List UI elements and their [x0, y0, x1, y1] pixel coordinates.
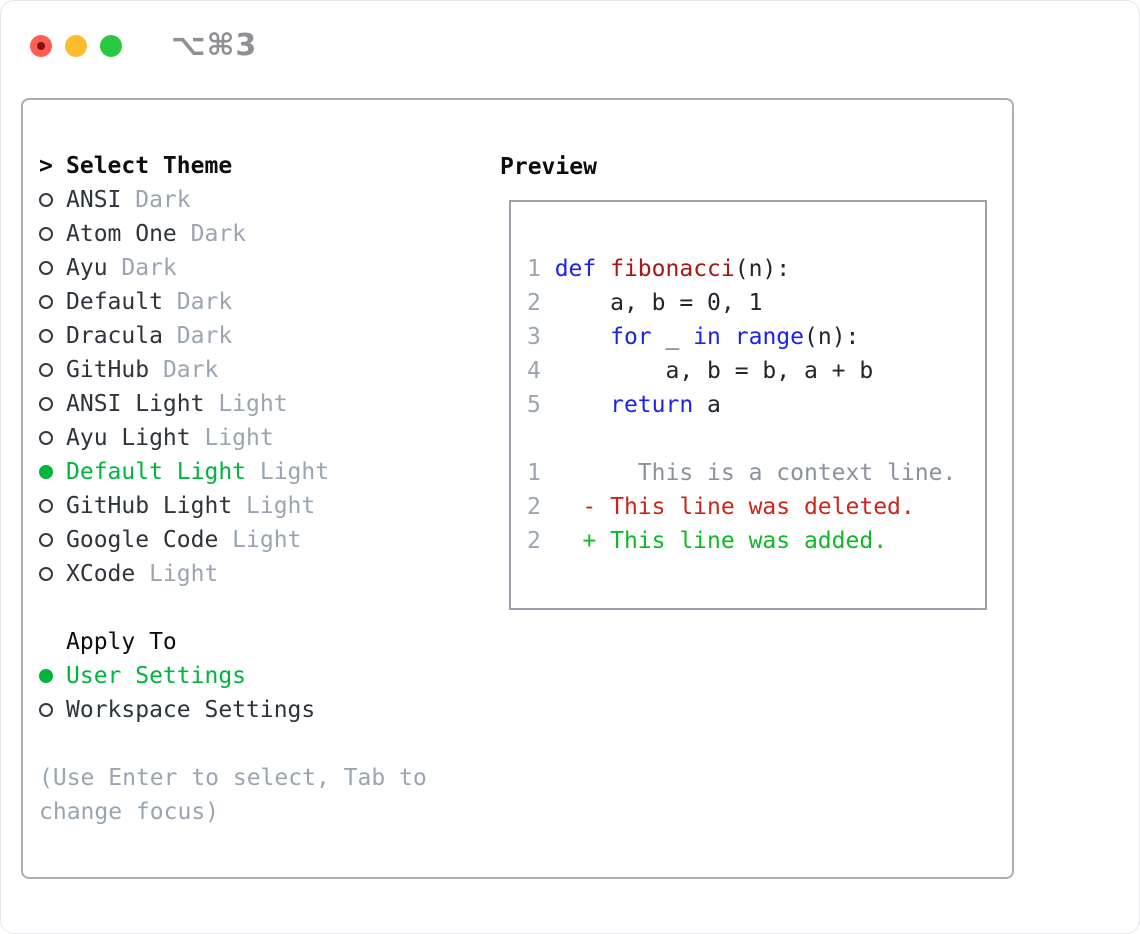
- theme-option-label: Default Light: [66, 459, 247, 485]
- preview-line: 1 This is a context line.: [527, 460, 957, 486]
- theme-option[interactable]: ANSI Light Light: [39, 387, 479, 421]
- radio-selected-icon: [39, 465, 53, 479]
- theme-option-label: ANSI: [66, 187, 122, 213]
- preview-code: 1 def fibonacci(n): 2 a, b = 0, 1 3 for _ …: [527, 252, 985, 558]
- theme-option-label: Dracula: [66, 323, 163, 349]
- preview-line: 4 a, b = b, a + b: [527, 358, 874, 384]
- theme-option-label: XCode: [66, 561, 136, 587]
- radio-unselected-icon: [39, 261, 53, 275]
- window-titlebar: ⌥⌘3: [30, 28, 257, 63]
- theme-option[interactable]: Default Dark: [39, 285, 479, 319]
- window-title: ⌥⌘3: [171, 28, 258, 63]
- theme-variant-tag: Light: [259, 459, 330, 485]
- theme-option-label: ANSI Light: [66, 391, 205, 417]
- radio-unselected-icon: [39, 567, 53, 581]
- radio-unselected-icon: [39, 499, 53, 513]
- theme-option[interactable]: GitHub Dark: [39, 353, 479, 387]
- help-hint: (Use Enter to select, Tab to change focu…: [39, 765, 427, 825]
- radio-selected-icon: [39, 669, 53, 683]
- theme-option-label: Atom One: [66, 221, 177, 247]
- theme-variant-tag: Dark: [162, 357, 219, 383]
- preview-line: 1 def fibonacci(n):: [527, 256, 791, 282]
- theme-option-label: GitHub: [66, 357, 150, 383]
- theme-option[interactable]: Atom One Dark: [39, 217, 479, 251]
- theme-option-label: GitHub Light: [66, 493, 233, 519]
- minimize-button[interactable]: [65, 34, 87, 57]
- theme-variant-tag: Light: [246, 493, 316, 519]
- theme-option[interactable]: ANSI Dark: [39, 183, 479, 217]
- line-number: 5: [527, 392, 555, 418]
- radio-unselected-icon: [39, 703, 53, 717]
- theme-option-label: Ayu Light: [66, 425, 191, 451]
- close-button-dot-icon: [37, 41, 45, 50]
- theme-option[interactable]: Ayu Light Light: [39, 421, 479, 455]
- line-number: 1: [527, 256, 555, 282]
- preview-line: 3 for _ in range(n):: [527, 324, 860, 350]
- theme-variant-tag: Dark: [176, 323, 233, 349]
- theme-option[interactable]: GitHub Light Light: [39, 489, 479, 523]
- apply-option[interactable]: Workspace Settings: [39, 693, 479, 727]
- theme-variant-tag: Dark: [121, 255, 177, 281]
- line-number: 4: [527, 358, 555, 384]
- radio-unselected-icon: [39, 329, 53, 343]
- theme-option[interactable]: XCode Light: [39, 557, 479, 591]
- radio-unselected-icon: [39, 193, 53, 207]
- radio-unselected-icon: [39, 227, 53, 241]
- theme-option[interactable]: Dracula Dark: [39, 319, 479, 353]
- preview-title: Preview: [500, 154, 597, 180]
- line-number: 1: [527, 460, 555, 486]
- apply-option[interactable]: User Settings: [39, 659, 479, 693]
- theme-variant-tag: Dark: [135, 187, 191, 213]
- preview-line: [527, 422, 985, 456]
- zoom-button[interactable]: [100, 34, 122, 57]
- theme-option-label: Google Code: [66, 527, 219, 553]
- theme-option[interactable]: Google Code Light: [39, 523, 479, 557]
- radio-unselected-icon: [39, 431, 53, 445]
- radio-unselected-icon: [39, 397, 53, 411]
- select-theme-header: > Select Theme: [39, 149, 479, 183]
- theme-variant-tag: Dark: [190, 221, 247, 247]
- line-number: 2: [527, 290, 555, 316]
- preview-pane: 1 def fibonacci(n): 2 a, b = 0, 1 3 for _ …: [509, 200, 987, 610]
- theme-variant-tag: Light: [232, 527, 302, 553]
- radio-unselected-icon: [39, 363, 53, 377]
- theme-option[interactable]: Default Light Light: [39, 455, 479, 489]
- theme-option[interactable]: Ayu Dark: [39, 251, 479, 285]
- theme-variant-tag: Light: [218, 391, 288, 417]
- theme-variant-tag: Light: [149, 561, 219, 587]
- theme-variant-tag: Light: [204, 425, 274, 451]
- radio-unselected-icon: [39, 533, 53, 547]
- line-number: 2: [527, 528, 555, 554]
- select-theme-title: Select Theme: [66, 153, 233, 179]
- focus-caret-icon: >: [39, 153, 53, 179]
- apply-option-label: User Settings: [66, 663, 247, 689]
- preview-line: 5 return a: [527, 392, 721, 418]
- close-button[interactable]: [30, 34, 52, 57]
- radio-unselected-icon: [39, 295, 53, 309]
- preview-line: 2 a, b = 0, 1: [527, 290, 763, 316]
- apply-option-label: Workspace Settings: [66, 697, 316, 723]
- preview-line: 2 + This line was added.: [527, 528, 888, 554]
- preview-line: 2 - This line was deleted.: [527, 494, 915, 520]
- line-number: 3: [527, 324, 555, 350]
- theme-option-label: Ayu: [66, 255, 108, 281]
- apply-to-title: Apply To: [66, 629, 177, 655]
- line-number: 2: [527, 494, 555, 520]
- theme-option-label: Default: [66, 289, 163, 315]
- theme-variant-tag: Dark: [176, 289, 233, 315]
